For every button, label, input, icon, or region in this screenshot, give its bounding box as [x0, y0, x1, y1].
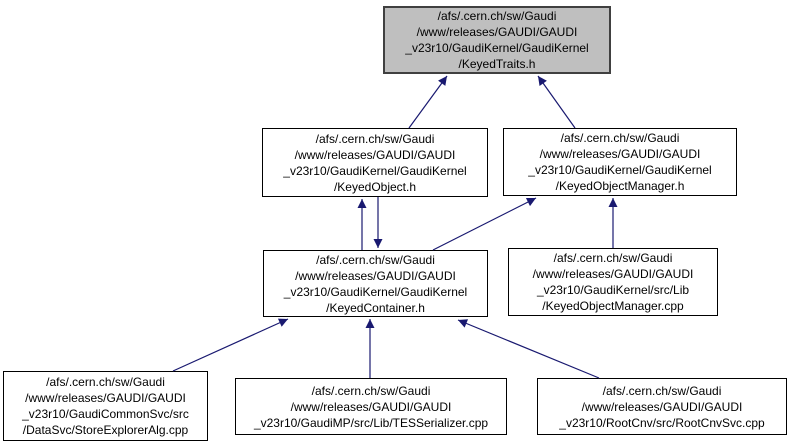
node-label-line: _v23r10/GaudiCommonSvc/src	[22, 407, 189, 421]
node-label-line: _v23r10/GaudiMP/src/Lib/TESSerializer.cp…	[253, 415, 489, 430]
node-keyed-object-manager-h[interactable]: /afs/.cern.ch/sw/Gaudi /www/releases/GAU…	[503, 128, 737, 196]
node-label-line: /afs/.cern.ch/sw/Gaudi	[437, 9, 557, 23]
node-label-line: /DataSvc/StoreExplorerAlg.cpp	[22, 423, 189, 437]
node-label-line: /KeyedObjectManager.cpp	[542, 299, 684, 313]
node-keyed-object-h[interactable]: /afs/.cern.ch/sw/Gaudi /www/releases/GAU…	[262, 128, 488, 197]
node-root-cnv-svc-cpp[interactable]: /afs/.cern.ch/sw/Gaudi /www/releases/GAU…	[537, 378, 787, 435]
edge-keyedcontainer-to-keyedobjectmanager	[432, 197, 537, 251]
edge-storeexploreralg-to-keyedcontainer	[172, 318, 289, 372]
node-label-line: /www/releases/GAUDI/GAUDI	[416, 25, 578, 39]
node-label-line: /afs/.cern.ch/sw/Gaudi	[311, 383, 431, 398]
node-label-line: _v23r10/GaudiKernel/GaudiKernel	[283, 163, 467, 178]
edge-keyedobject-to-keyedtraits	[408, 75, 448, 129]
node-label-line: _v23r10/RootCnv/src/RootCnvSvc.cpp	[559, 415, 765, 430]
node-label-line: /www/releases/GAUDI/GAUDI	[581, 399, 743, 414]
node-label-line: /afs/.cern.ch/sw/Gaudi	[560, 131, 680, 145]
node-label-line: /www/releases/GAUDI/GAUDI	[25, 391, 186, 405]
node-label-line: /afs/.cern.ch/sw/Gaudi	[602, 383, 722, 398]
node-label-line: /KeyedContainer.h	[326, 300, 425, 315]
node-label-line: /afs/.cern.ch/sw/Gaudi	[46, 375, 165, 389]
node-keyed-traits-h[interactable]: /afs/.cern.ch/sw/Gaudi /www/releases/GAU…	[383, 6, 611, 74]
node-label-line: /KeyedObject.h	[333, 179, 417, 194]
node-label-line: /afs/.cern.ch/sw/Gaudi	[315, 131, 435, 146]
edge-rootcnvsvc-to-keyedcontainer	[457, 319, 600, 379]
node-label-line: /www/releases/GAUDI/GAUDI	[295, 268, 456, 283]
node-label-line: /KeyedTraits.h	[458, 57, 536, 71]
node-label-line: /www/releases/GAUDI/GAUDI	[294, 147, 456, 162]
node-label-line: _v23r10/GaudiKernel/GaudiKernel	[528, 163, 712, 177]
node-label-line: /www/releases/GAUDI/GAUDI	[290, 399, 452, 414]
node-label-line: /www/releases/GAUDI/GAUDI	[539, 147, 701, 161]
node-label-line: /afs/.cern.ch/sw/Gaudi	[316, 252, 435, 267]
node-store-explorer-alg-cpp[interactable]: /afs/.cern.ch/sw/Gaudi /www/releases/GAU…	[3, 371, 208, 441]
node-keyed-container-h[interactable]: /afs/.cern.ch/sw/Gaudi /www/releases/GAU…	[263, 250, 488, 317]
node-tes-serializer-cpp[interactable]: /afs/.cern.ch/sw/Gaudi /www/releases/GAU…	[235, 378, 507, 435]
node-label-line: /KeyedObjectManager.h	[555, 179, 685, 193]
node-label-line: _v23r10/GaudiKernel/src/Lib	[536, 283, 690, 297]
node-label-line: /www/releases/GAUDI/GAUDI	[532, 267, 694, 281]
node-label-line: /afs/.cern.ch/sw/Gaudi	[553, 251, 673, 265]
edge-keyedobjectmanager-to-keyedtraits	[537, 75, 576, 129]
node-keyed-object-manager-cpp[interactable]: /afs/.cern.ch/sw/Gaudi /www/releases/GAU…	[508, 248, 718, 316]
node-label-line: _v23r10/GaudiKernel/GaudiKernel	[283, 284, 468, 299]
node-label-line: _v23r10/GaudiKernel/GaudiKernel	[405, 41, 589, 55]
